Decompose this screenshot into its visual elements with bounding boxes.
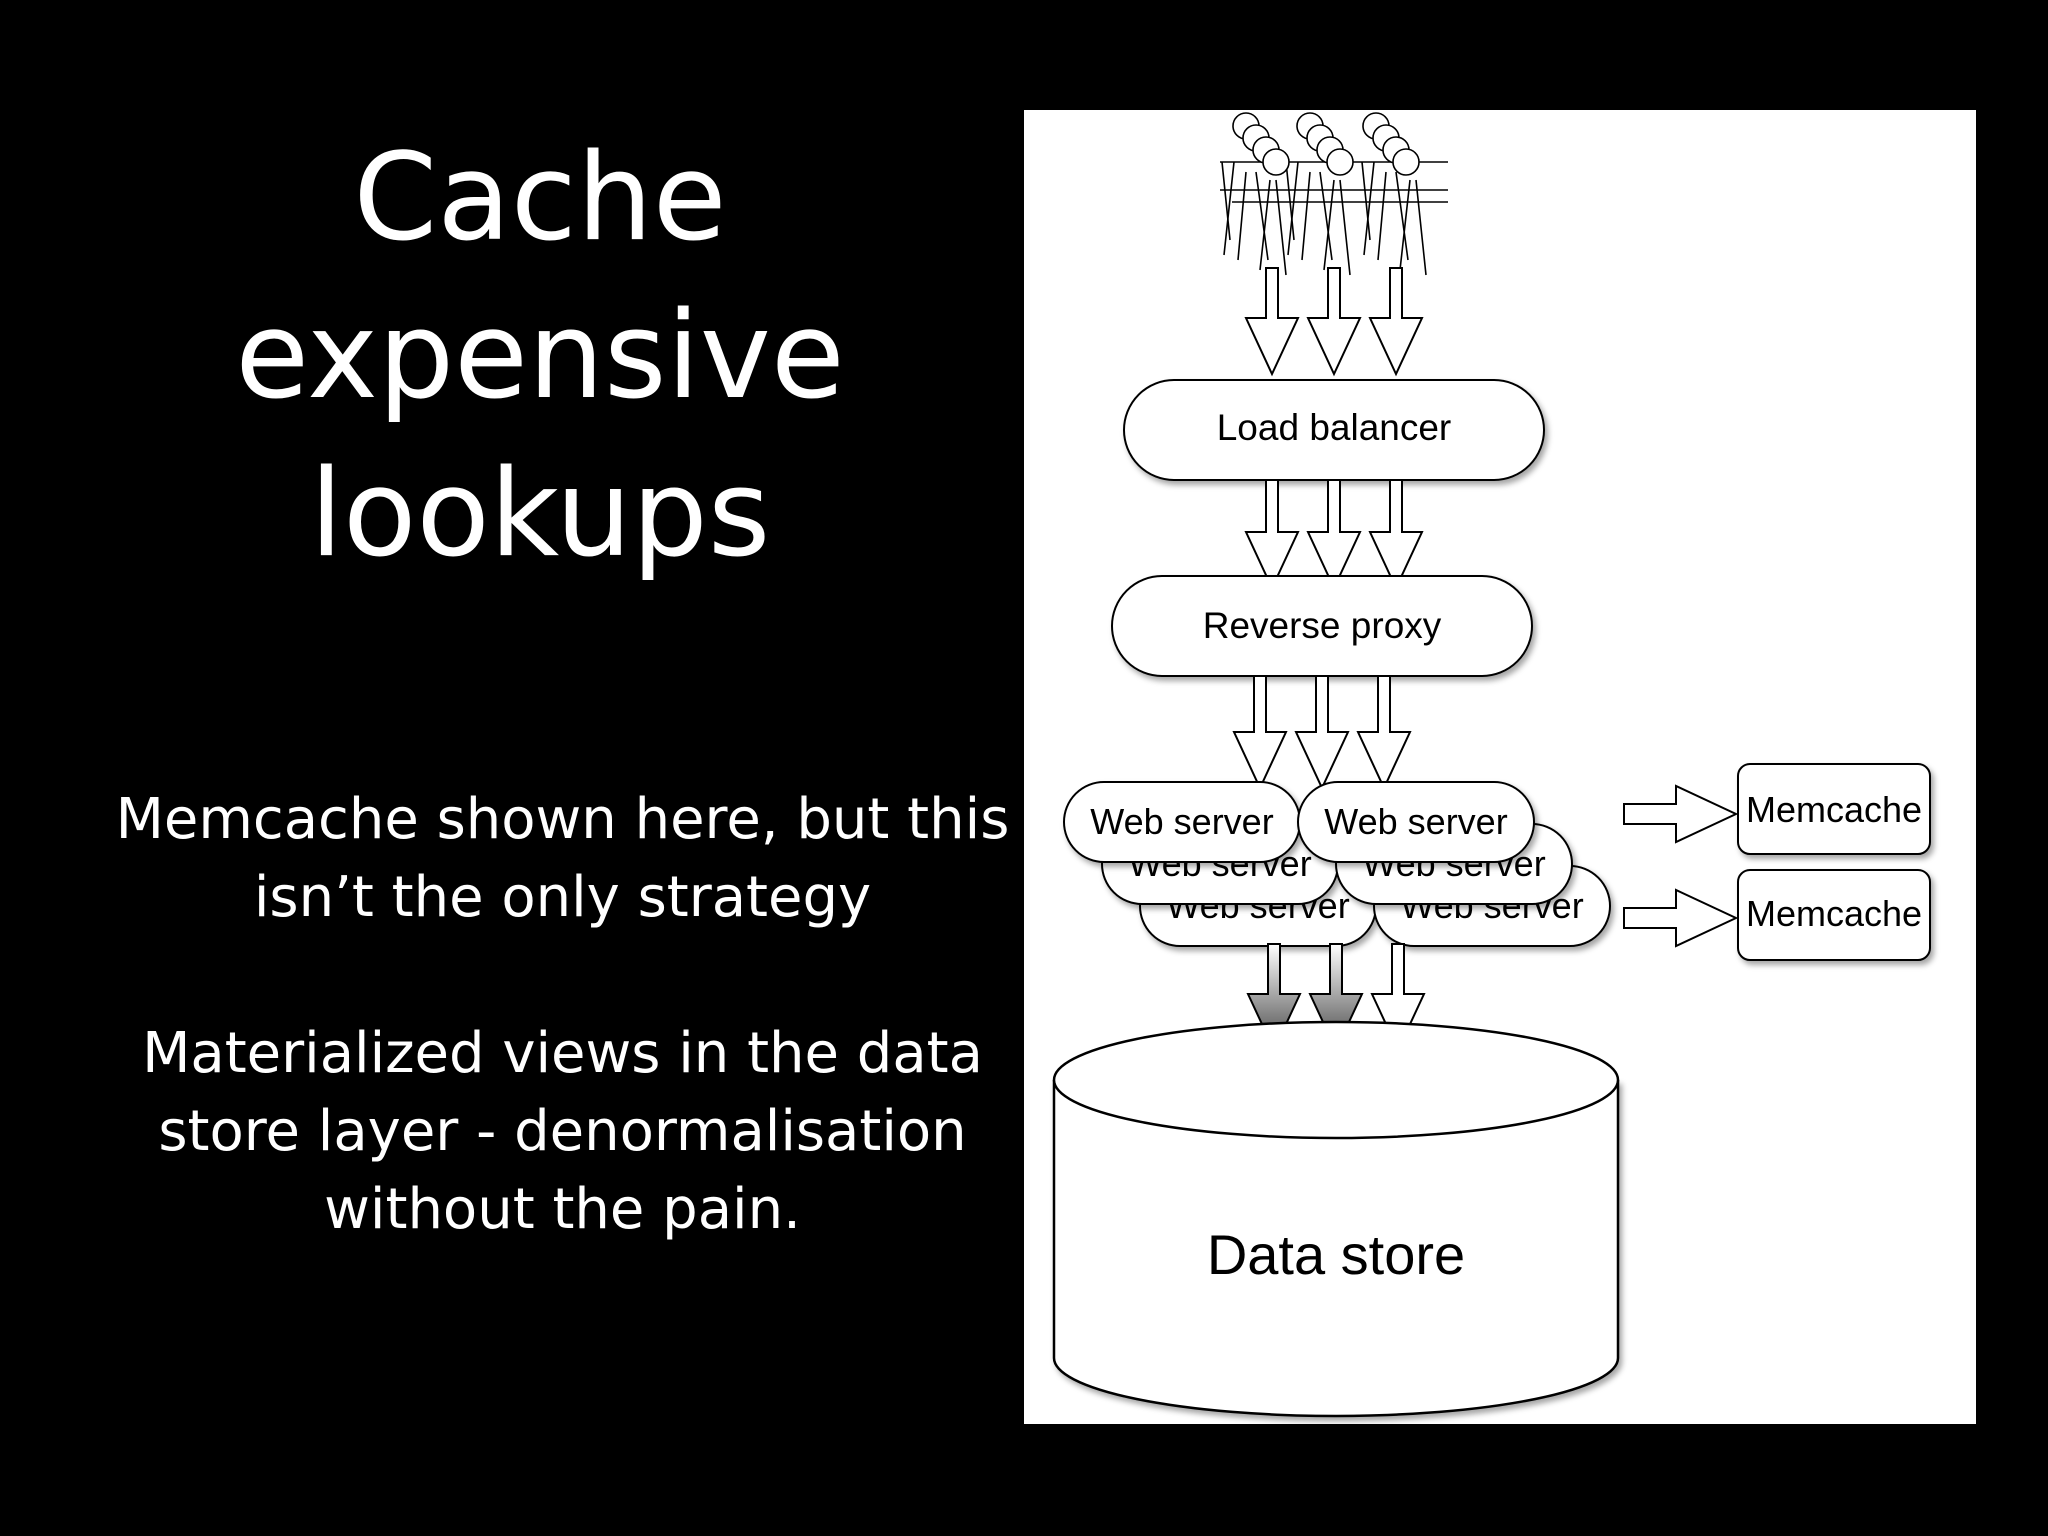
memcache-label: Memcache <box>1746 789 1922 830</box>
memcache-label: Memcache <box>1746 893 1922 934</box>
architecture-diagram-svg: Load balancer Reverse proxy Web server W… <box>1052 112 1931 1418</box>
materialized-views-line: store layer - denormalisation <box>158 1099 967 1164</box>
title-line: expensive <box>235 287 845 426</box>
reverse-proxy-node: Reverse proxy <box>1111 575 1533 677</box>
materialized-views-line: without the pain. <box>324 1177 801 1242</box>
load-balancer-label: Load balancer <box>1217 407 1452 448</box>
arrows-to-web-servers <box>1232 675 1412 791</box>
slide-title: Cache expensive lookups <box>140 120 940 594</box>
arrows-to-load-balancer <box>1244 267 1424 377</box>
data-store-label: Data store <box>1207 1223 1465 1286</box>
memcache-note-line: isn’t the only strategy <box>253 865 872 930</box>
memcache-node: Memcache <box>1737 869 1931 961</box>
materialized-views-note: Materialized views in the data store lay… <box>100 1015 1025 1249</box>
materialized-views-line: Materialized views in the data <box>142 1021 983 1086</box>
web-server-label: Web server <box>1324 801 1507 842</box>
title-line: lookups <box>309 445 771 584</box>
arrows-to-memcache <box>1623 784 1739 948</box>
memcache-node: Memcache <box>1737 763 1931 855</box>
load-balancer-node: Load balancer <box>1123 379 1545 481</box>
web-server-node: Web server <box>1063 781 1301 863</box>
memcache-note-line: Memcache shown here, but this <box>115 787 1010 852</box>
users-icon <box>1220 112 1448 276</box>
web-server-node: Web server <box>1297 781 1535 863</box>
title-line: Cache <box>353 129 727 268</box>
reverse-proxy-label: Reverse proxy <box>1203 605 1442 646</box>
data-store-node: Data store <box>1052 1020 1620 1418</box>
memcache-note: Memcache shown here, but this isn’t the … <box>100 781 1025 937</box>
web-server-label: Web server <box>1090 801 1273 842</box>
arrows-to-reverse-proxy <box>1244 479 1424 591</box>
architecture-diagram: Load balancer Reverse proxy Web server W… <box>1024 110 1976 1424</box>
